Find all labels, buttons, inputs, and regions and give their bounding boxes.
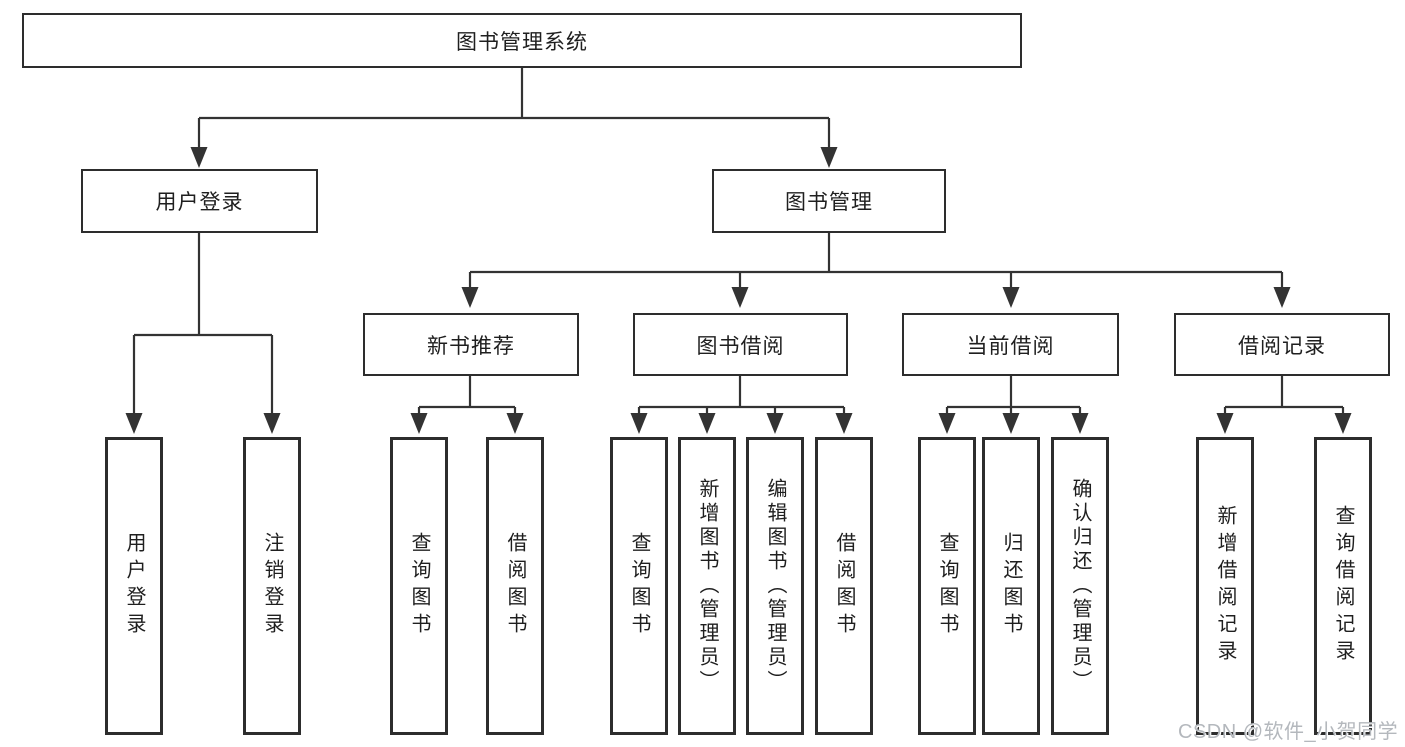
node-user-login: 用户登录	[81, 169, 318, 233]
csdn-watermark: CSDN @软件_小贺同学	[1178, 721, 1399, 743]
leaf-logout: 注销登录	[243, 437, 301, 735]
leaf-logout-label: 注销登录	[261, 532, 283, 640]
leaf-user-login: 用户登录	[105, 437, 163, 735]
leaf-nb-borrow-books: 借阅图书	[486, 437, 544, 735]
node-book-management: 图书管理	[712, 169, 946, 233]
node-new-book-recommend: 新书推荐	[363, 313, 579, 376]
leaf-bb-borrow-books: 借阅图书	[815, 437, 873, 735]
node-current-borrow: 当前借阅	[902, 313, 1119, 376]
leaf-bb-add-books-admin-label: 新增图书（管理员）	[696, 478, 718, 694]
leaf-bb-add-books-admin: 新增图书（管理员）	[678, 437, 736, 735]
leaf-br-add-record: 新增借阅记录	[1196, 437, 1254, 735]
leaf-user-login-label: 用户登录	[123, 532, 145, 640]
leaf-cb-return-books: 归还图书	[982, 437, 1040, 735]
leaf-bb-edit-books-admin-label: 编辑图书（管理员）	[764, 478, 786, 694]
leaf-bb-edit-books-admin: 编辑图书（管理员）	[746, 437, 804, 735]
leaf-cb-return-books-label: 归还图书	[1000, 532, 1022, 640]
leaf-cb-query-books-label: 查询图书	[936, 532, 958, 640]
node-book-borrow: 图书借阅	[633, 313, 848, 376]
leaf-bb-query-books-label: 查询图书	[628, 532, 650, 640]
leaf-cb-confirm-return-admin: 确认归还（管理员）	[1051, 437, 1109, 735]
leaf-cb-confirm-return-admin-label: 确认归还（管理员）	[1069, 478, 1091, 694]
leaf-nb-borrow-books-label: 借阅图书	[504, 532, 526, 640]
leaf-br-query-record: 查询借阅记录	[1314, 437, 1372, 735]
leaf-nb-query-books: 查询图书	[390, 437, 448, 735]
node-borrow-records: 借阅记录	[1174, 313, 1390, 376]
leaf-bb-query-books: 查询图书	[610, 437, 668, 735]
node-root-library-system: 图书管理系统	[22, 13, 1022, 68]
leaf-br-add-record-label: 新增借阅记录	[1214, 505, 1236, 667]
leaf-bb-borrow-books-label: 借阅图书	[833, 532, 855, 640]
leaf-br-query-record-label: 查询借阅记录	[1332, 505, 1354, 667]
leaf-cb-query-books: 查询图书	[918, 437, 976, 735]
leaf-nb-query-books-label: 查询图书	[408, 532, 430, 640]
